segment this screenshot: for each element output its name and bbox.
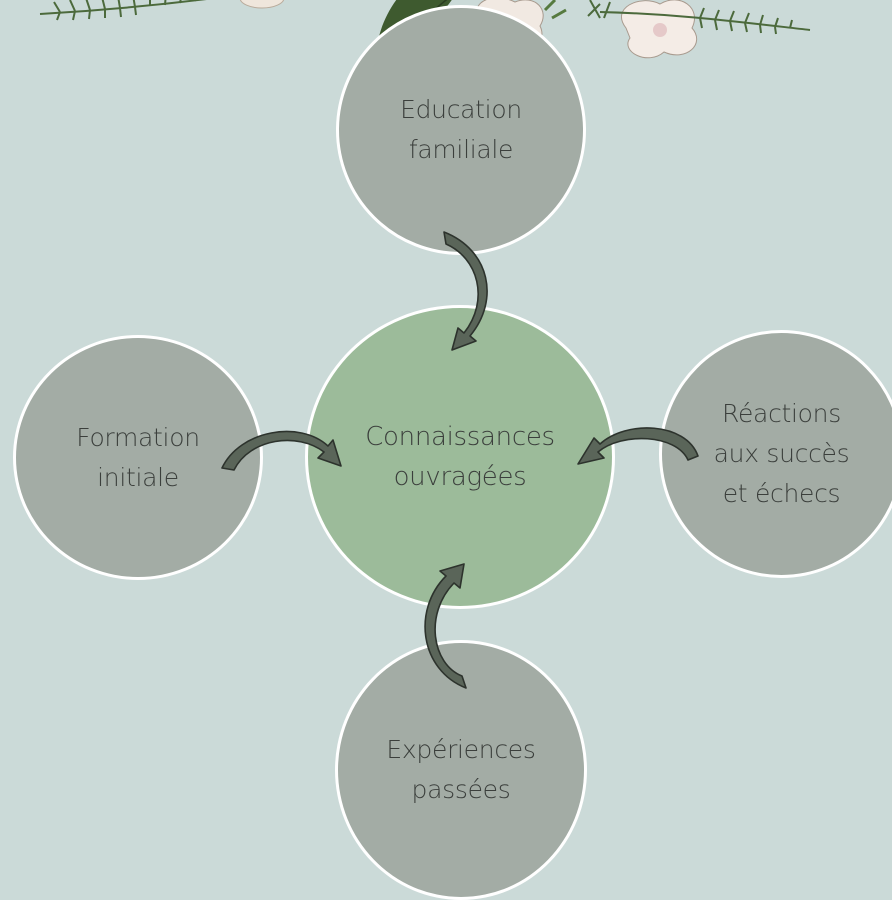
node-reactions-succes-echecs: Réactions aux succès et échecs xyxy=(659,330,892,578)
node-formation-initiale: Formation initiale xyxy=(13,335,263,580)
left-flower-icon xyxy=(239,0,285,9)
node-connaissances-ouvragees: Connaissances ouvragées xyxy=(305,305,615,609)
left-fern-icon xyxy=(39,0,207,21)
node-education-familiale: Education familiale xyxy=(336,5,586,255)
node-label: Formation initiale xyxy=(76,422,200,492)
right-flower-icon xyxy=(620,0,698,59)
node-label: Expériences passées xyxy=(386,735,536,804)
center-label: Connaissances ouvragées xyxy=(365,422,555,492)
node-label: Réactions aux succès et échecs xyxy=(713,399,850,508)
right-fern-icon xyxy=(587,0,811,35)
node-experiences-passees: Expériences passées xyxy=(335,640,587,900)
node-label: Education familiale xyxy=(400,95,522,164)
